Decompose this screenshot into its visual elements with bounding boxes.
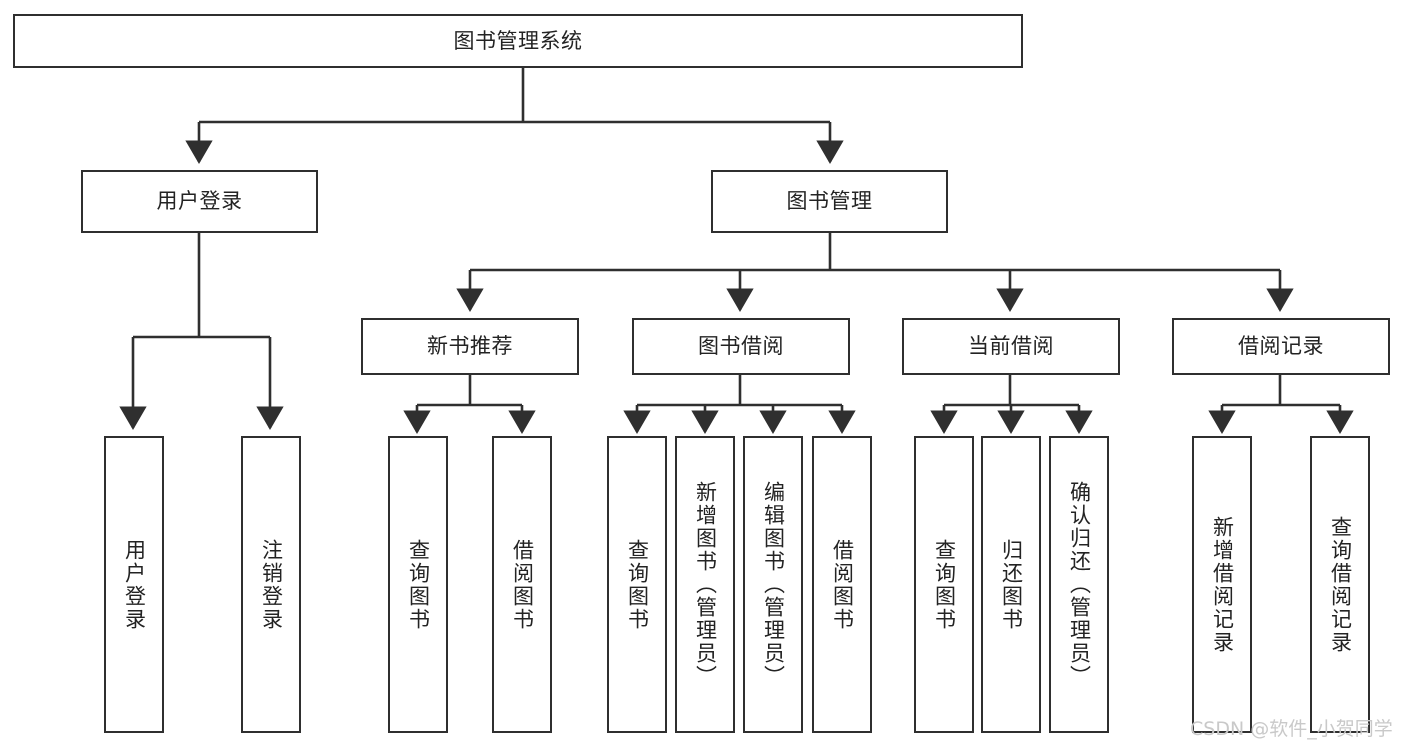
leaf-book-borrow-edit-label: 编辑图书（管理员） <box>761 481 786 688</box>
leaf-book-borrow-add-label: 新增图书（管理员） <box>693 481 718 688</box>
node-root-label: 图书管理系统 <box>453 28 583 53</box>
node-borrow-record-label: 借阅记录 <box>1238 334 1324 359</box>
node-root-system[interactable]: 图书管理系统 <box>13 14 1023 68</box>
leaf-book-borrow-lend[interactable]: 借阅图书 <box>812 436 872 733</box>
node-new-book-recommend[interactable]: 新书推荐 <box>361 318 579 375</box>
leaf-new-book-borrow[interactable]: 借阅图书 <box>492 436 552 733</box>
leaf-current-borrow-query[interactable]: 查询图书 <box>914 436 974 733</box>
leaf-book-borrow-query-label: 查询图书 <box>625 538 650 631</box>
node-user-login[interactable]: 用户登录 <box>81 170 318 233</box>
leaf-borrow-record-query-label: 查询借阅记录 <box>1328 515 1353 654</box>
node-current-borrow[interactable]: 当前借阅 <box>902 318 1120 375</box>
node-book-management-label: 图书管理 <box>786 189 873 214</box>
leaf-current-borrow-query-label: 查询图书 <box>932 538 957 631</box>
leaf-borrow-record-query[interactable]: 查询借阅记录 <box>1310 436 1370 733</box>
leaf-borrow-record-add[interactable]: 新增借阅记录 <box>1192 436 1252 733</box>
leaf-user-login-signin[interactable]: 用户登录 <box>104 436 164 733</box>
leaf-book-borrow-edit[interactable]: 编辑图书（管理员） <box>743 436 803 733</box>
leaf-new-book-query-label: 查询图书 <box>406 538 431 631</box>
leaf-new-book-borrow-label: 借阅图书 <box>510 538 535 631</box>
node-borrow-record[interactable]: 借阅记录 <box>1172 318 1390 375</box>
leaf-current-borrow-return-label: 归还图书 <box>999 538 1024 631</box>
leaf-user-login-signin-label: 用户登录 <box>122 538 147 631</box>
node-new-book-recommend-label: 新书推荐 <box>427 334 513 359</box>
node-book-borrow[interactable]: 图书借阅 <box>632 318 850 375</box>
node-current-borrow-label: 当前借阅 <box>968 334 1054 359</box>
leaf-current-borrow-return[interactable]: 归还图书 <box>981 436 1041 733</box>
leaf-current-borrow-confirm-return-label: 确认归还（管理员） <box>1067 481 1092 688</box>
leaf-new-book-query[interactable]: 查询图书 <box>388 436 448 733</box>
leaf-book-borrow-add[interactable]: 新增图书（管理员） <box>675 436 735 733</box>
leaf-borrow-record-add-label: 新增借阅记录 <box>1210 515 1235 654</box>
leaf-book-borrow-lend-label: 借阅图书 <box>830 538 855 631</box>
watermark: CSDN @软件_小贺同学 <box>1190 718 1393 740</box>
node-user-login-label: 用户登录 <box>156 189 243 214</box>
leaf-book-borrow-query[interactable]: 查询图书 <box>607 436 667 733</box>
leaf-current-borrow-confirm-return[interactable]: 确认归还（管理员） <box>1049 436 1109 733</box>
node-book-management[interactable]: 图书管理 <box>711 170 948 233</box>
node-book-borrow-label: 图书借阅 <box>698 334 784 359</box>
leaf-user-login-signout-label: 注销登录 <box>259 538 284 631</box>
leaf-user-login-signout[interactable]: 注销登录 <box>241 436 301 733</box>
